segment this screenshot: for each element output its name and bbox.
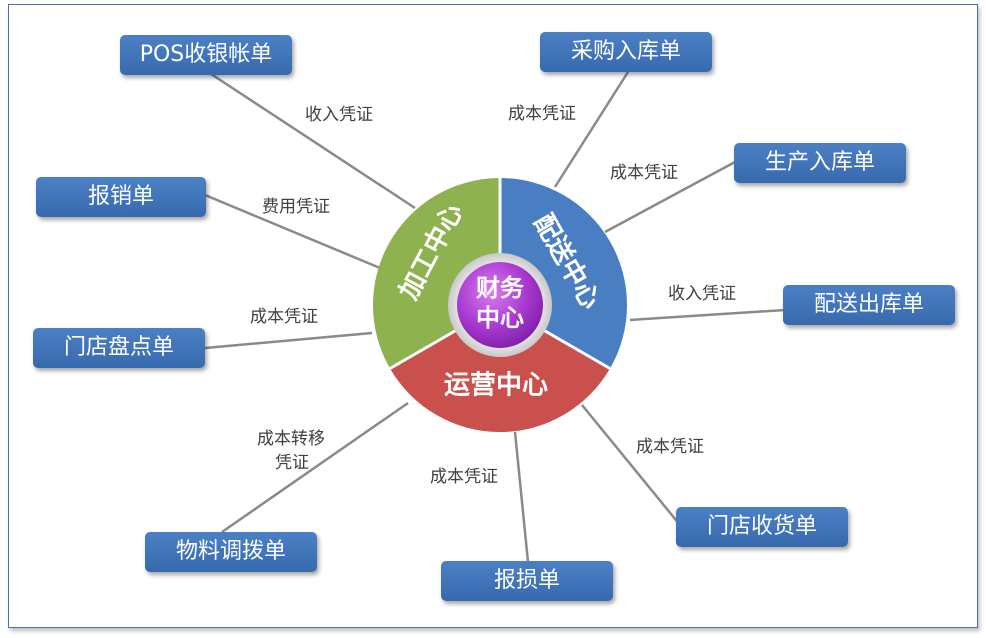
connector-expense bbox=[204, 193, 381, 270]
edge-label-transfer-line2: 凭证 bbox=[275, 453, 309, 473]
node-distribution-outbound[interactable]: 配送出库单 bbox=[783, 285, 955, 325]
center-label-line1: 财务 bbox=[476, 274, 525, 302]
edge-label-dist-out: 收入凭证 bbox=[668, 284, 736, 304]
connector-pos bbox=[207, 70, 416, 210]
edge-label-pos: 收入凭证 bbox=[305, 105, 373, 125]
connector-purchase-in bbox=[553, 71, 630, 188]
node-pos-receipt[interactable]: POS收银帐单 bbox=[120, 35, 292, 75]
node-material-transfer[interactable]: 物料调拨单 bbox=[145, 532, 317, 572]
center-circle bbox=[457, 262, 543, 348]
edge-label-purchase-in: 成本凭证 bbox=[508, 104, 576, 124]
node-production-inbound[interactable]: 生产入库单 bbox=[734, 143, 906, 183]
connector-damage bbox=[513, 431, 530, 563]
edge-label-store-count: 成本凭证 bbox=[250, 307, 318, 327]
edge-label-store-receive: 成本凭证 bbox=[636, 437, 704, 457]
node-store-inventory[interactable]: 门店盘点单 bbox=[33, 328, 205, 368]
connector-production-in bbox=[604, 160, 736, 234]
edge-label-production-in: 成本凭证 bbox=[610, 163, 678, 183]
connector-transfer bbox=[221, 401, 409, 534]
center-label-line2: 中心 bbox=[476, 304, 524, 332]
connector-dist-out bbox=[629, 308, 786, 322]
node-expense-report[interactable]: 报销单 bbox=[36, 177, 206, 217]
connector-store-count bbox=[204, 331, 373, 350]
edge-label-transfer-line1: 成本转移 bbox=[257, 429, 325, 449]
node-purchase-inbound[interactable]: 采购入库单 bbox=[540, 32, 712, 72]
segment-label-operations: 运营中心 bbox=[444, 371, 548, 401]
node-damage-report[interactable]: 报损单 bbox=[441, 561, 613, 601]
edge-label-expense: 费用凭证 bbox=[262, 197, 330, 217]
edge-label-damage: 成本凭证 bbox=[430, 467, 498, 487]
connector-store-receive bbox=[581, 404, 681, 526]
node-store-receipt[interactable]: 门店收货单 bbox=[676, 507, 848, 547]
